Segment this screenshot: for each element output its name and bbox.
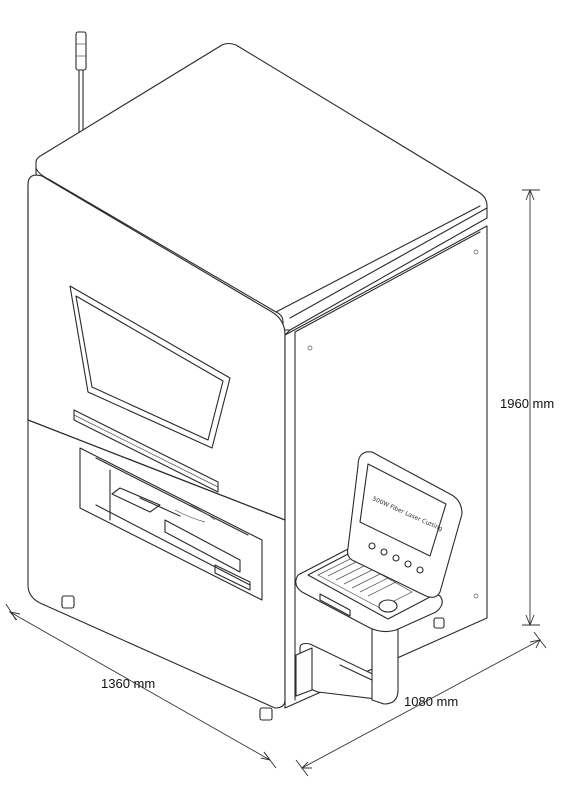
loading-opening xyxy=(79,447,263,601)
door-handle xyxy=(73,409,219,493)
keyboard-tray xyxy=(295,547,443,633)
depth-dimension-label: 1080 mm xyxy=(404,694,459,709)
height-dimension-label: 1960 mm xyxy=(500,396,555,411)
viewing-window xyxy=(69,285,231,449)
monitor: 500W Fiber Laser Cutting xyxy=(346,451,463,598)
cabinet-feet xyxy=(61,595,445,721)
monitor-knobs xyxy=(368,542,424,574)
width-dimension-label: 1360 mm xyxy=(101,676,156,691)
height-dimension-line xyxy=(522,188,540,627)
width-dimension-line xyxy=(5,603,277,769)
depth-dimension-line xyxy=(295,631,547,777)
control-arm xyxy=(295,611,399,705)
